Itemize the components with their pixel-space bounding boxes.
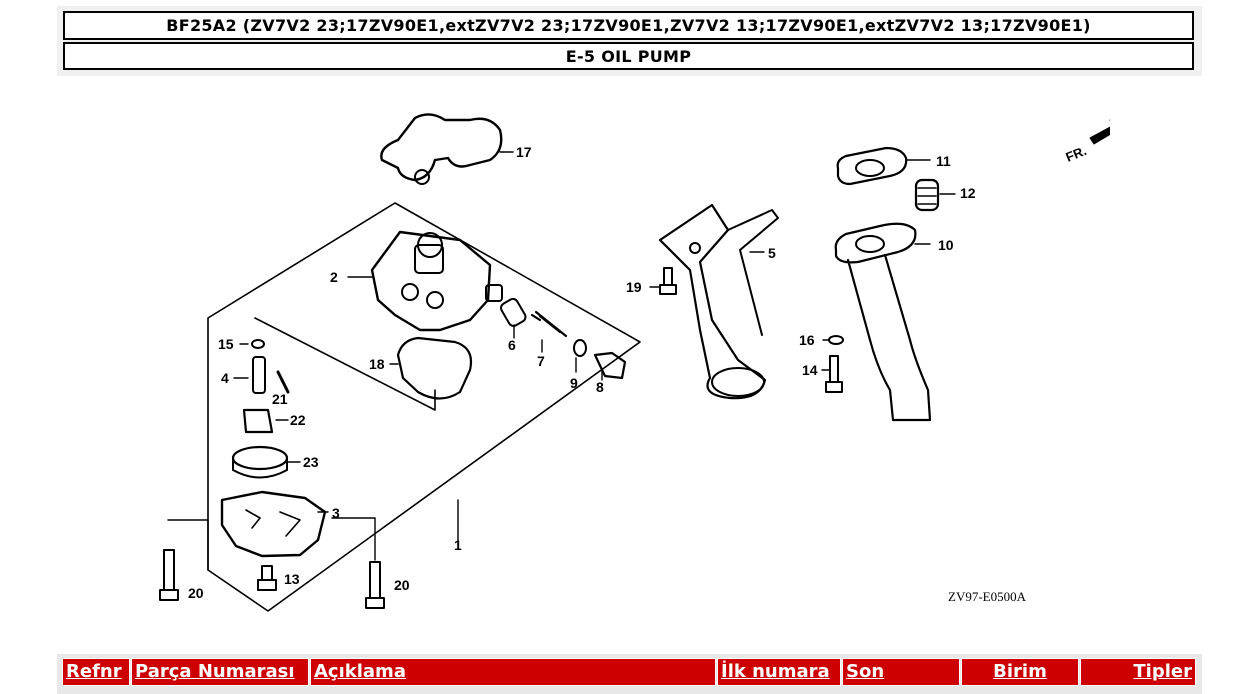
callout-15: 15 [218,336,234,352]
gasket-11 [836,146,908,186]
strainer-pipe-5 [658,203,767,400]
callout-16: 16 [799,332,815,348]
callout-11: 11 [936,153,951,169]
callout-18: 18 [369,356,385,372]
callout-1: 1 [454,537,462,553]
fr-arrow-icon [1089,119,1110,145]
washer-15 [251,339,265,349]
model-title: BF25A2 (ZV7V2 23;17ZV90E1,extZV7V2 23;17… [63,11,1194,40]
callout-7: 7 [537,353,545,369]
assembly-outline [207,202,641,612]
callout-14: 14 [802,362,818,378]
bolt-20-left [159,549,179,601]
callout-10: 10 [938,237,954,253]
plug-8 [593,351,627,380]
column-first-number[interactable]: İlk numara [717,658,841,686]
column-description[interactable]: Açıklama [310,658,716,686]
oil-pipe-10 [846,253,932,422]
bolt-14 [825,355,843,393]
section-title: E-5 OIL PUMP [63,42,1194,70]
gasket-18 [396,336,473,400]
bolt-20-right [365,561,385,609]
column-part-number[interactable]: Parça Numarası [131,658,309,686]
rotor-22 [242,408,274,434]
callout-labels: 1 2 3 4 5 6 7 8 9 10 11 12 13 14 15 16 1… [188,144,976,601]
callout-19: 19 [626,279,642,295]
callout-2: 2 [330,269,338,285]
callout-20-left: 20 [188,585,204,601]
inner-outline [254,317,436,411]
callout-12: 12 [960,185,976,201]
column-unit[interactable]: Birim [961,658,1079,686]
spring-7 [530,310,568,338]
callout-23: 23 [303,454,319,470]
callout-3: 3 [332,505,340,521]
cover-3 [220,490,327,558]
column-refnr[interactable]: Refnr [62,658,130,686]
callout-9: 9 [570,375,578,391]
callout-13: 13 [284,571,300,587]
callout-21: 21 [272,391,288,407]
bolt-19 [659,267,677,295]
washer-16 [828,335,844,345]
callout-4: 4 [221,370,229,386]
callout-6: 6 [508,337,516,353]
gasket-17 [380,113,503,182]
direction-label: FR. [1064,143,1089,165]
diagram-code: ZV97-E0500A [948,589,1027,604]
column-types[interactable]: Tipler [1080,658,1196,686]
pin-21 [276,370,290,394]
callout-8: 8 [596,379,604,395]
column-last[interactable]: Son [842,658,960,686]
callout-20-right: 20 [394,577,410,593]
shaft-4 [252,356,266,394]
bolt-13 [257,565,277,591]
callout-22: 22 [290,412,306,428]
washer-9 [573,339,587,357]
rotor-23 [231,445,289,471]
callout-5: 5 [768,245,776,261]
pipe-6 [500,297,527,327]
oil-pump-diagram: 1 2 3 4 5 6 7 8 9 10 11 12 13 14 15 16 1… [159,113,1110,612]
flange-10 [834,222,917,264]
spring-12 [914,178,940,212]
callout-17: 17 [516,144,532,160]
